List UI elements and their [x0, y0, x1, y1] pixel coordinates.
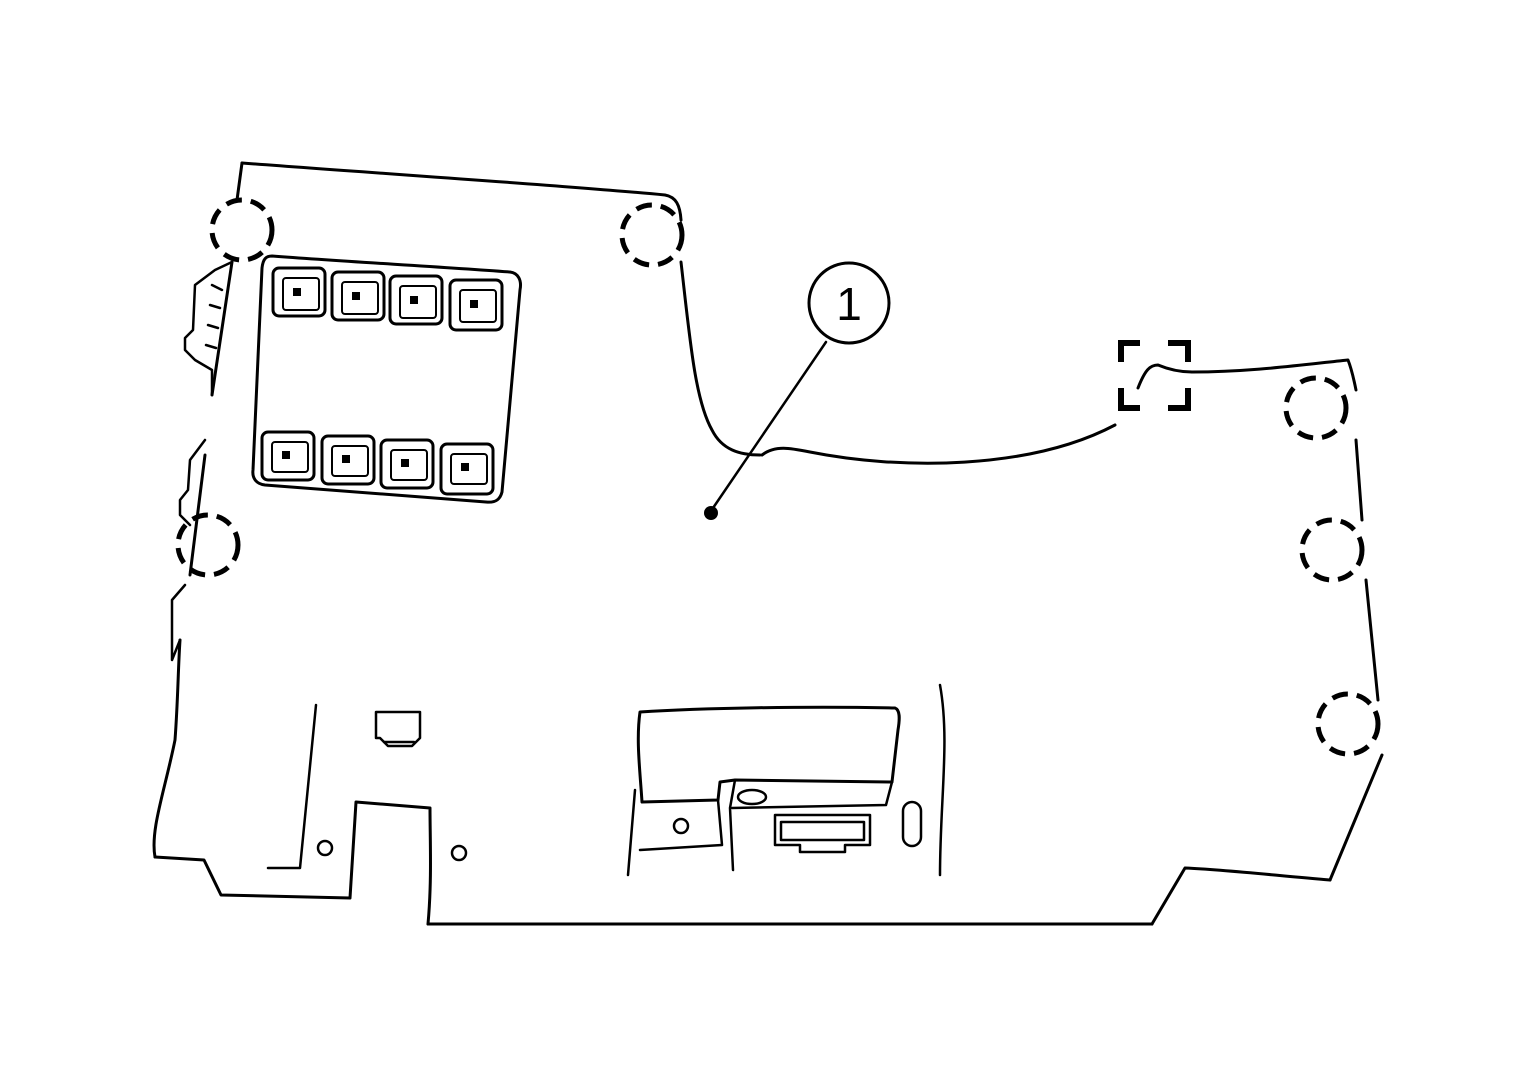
callout-1: 1 — [704, 261, 891, 520]
fuse — [439, 442, 495, 496]
dashed-circle-clip-icon — [1315, 691, 1381, 757]
fuse — [320, 434, 376, 486]
fuse — [260, 430, 316, 482]
fuse-row-bottom — [260, 430, 495, 496]
dashed-circle-clip-icon — [1283, 375, 1349, 441]
fuse — [330, 270, 386, 322]
fuse-block — [251, 254, 522, 504]
dashed-circle-clip-icon — [209, 197, 275, 263]
fuse-row-top — [271, 266, 504, 332]
left-edge-brackets — [170, 260, 234, 662]
bracket-clip-icon — [1118, 340, 1191, 411]
lower-features — [266, 683, 946, 877]
callout-number: 1 — [836, 278, 862, 330]
fuse — [448, 278, 504, 332]
pawl-clips — [175, 197, 1381, 757]
fuse — [379, 438, 435, 490]
dashed-circle-clip-icon — [1299, 517, 1365, 583]
fuse — [388, 274, 444, 326]
callout-target-dot — [704, 506, 718, 520]
dashed-circle-clip-icon — [175, 512, 241, 578]
fuse — [271, 266, 327, 318]
dashed-circle-clip-icon — [619, 202, 685, 268]
callout-circle — [807, 261, 891, 345]
